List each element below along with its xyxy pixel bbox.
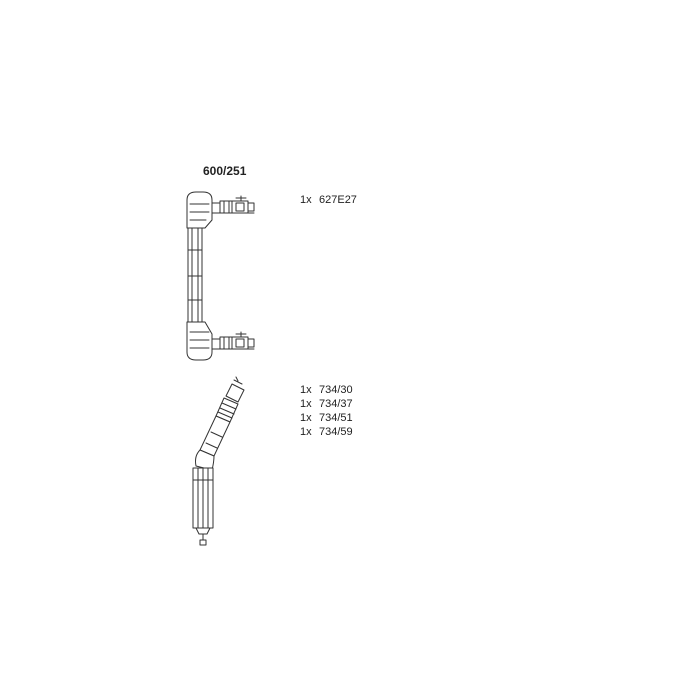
part-code: 734/37	[319, 398, 353, 410]
coil-plug-connector	[192, 376, 245, 546]
part-code: 734/30	[319, 384, 353, 396]
part-row: 1x 734/51	[300, 411, 353, 425]
kit-number-title: 600/251	[203, 164, 247, 178]
part-code: 734/59	[319, 426, 353, 438]
part-row: 1x 734/59	[300, 425, 353, 439]
part-row: 1x 734/37	[300, 397, 353, 411]
top-terminal-connector	[219, 195, 255, 214]
part-code: 734/51	[319, 412, 353, 424]
part-row: 1x 627E27	[300, 193, 357, 207]
bottom-terminal-connector	[219, 331, 255, 350]
part-quantity: 1x	[300, 426, 312, 438]
parts-list-coil: 1x 734/30 1x 734/37 1x 734/51 1x 734/59	[300, 383, 353, 439]
part-quantity: 1x	[300, 412, 312, 424]
part-quantity: 1x	[300, 194, 312, 206]
part-quantity: 1x	[300, 384, 312, 396]
ignition-cable-lead	[186, 191, 255, 361]
part-row: 1x 734/30	[300, 383, 353, 397]
part-code: 627E27	[319, 194, 357, 206]
parts-list-lead: 1x 627E27	[300, 193, 357, 207]
part-quantity: 1x	[300, 398, 312, 410]
